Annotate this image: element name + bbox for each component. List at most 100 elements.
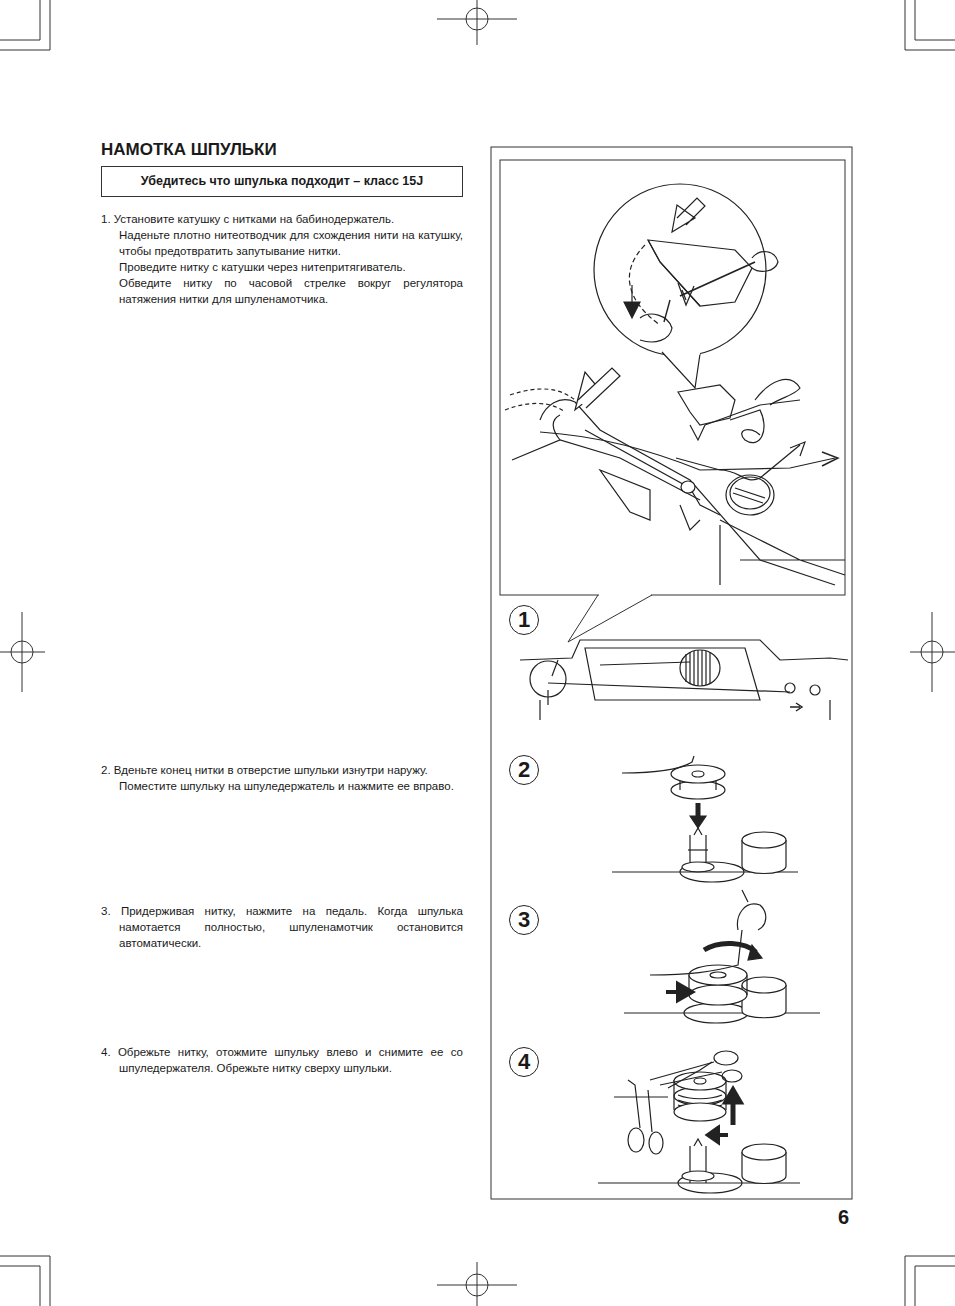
line-art-stroke <box>689 965 747 985</box>
line-art-stroke <box>790 703 802 711</box>
line-art-stroke <box>678 385 735 425</box>
line-art-stroke <box>752 252 778 272</box>
instruction-text: Наденьте плотно нитеотводчик для схожден… <box>101 227 463 259</box>
machine-top-view <box>520 640 848 720</box>
line-art-stroke <box>622 756 694 773</box>
callout-number: 4 <box>518 1051 530 1073</box>
line-art-stroke <box>672 198 705 232</box>
line-art-stroke <box>905 0 955 50</box>
instruction-text: 3. Придерживая нитку, нажмите на педаль.… <box>101 903 463 951</box>
line-art-stroke <box>910 612 955 692</box>
instruction-text: Проведите нитку с катушки через нитеприт… <box>101 259 463 275</box>
page-number: 6 <box>838 1206 849 1229</box>
line-art-stroke <box>578 368 620 408</box>
bobbin-step-3 <box>624 890 820 1023</box>
instruction-text: Обведите нитку по часовой стрелке вокруг… <box>101 275 463 307</box>
line-art-stroke <box>640 314 672 342</box>
line-art-stroke <box>649 1132 663 1154</box>
line-art-stroke <box>437 0 517 45</box>
line-art-stroke <box>714 1051 738 1065</box>
line-art-stroke <box>737 890 765 930</box>
line-art-stroke <box>681 481 695 493</box>
line-art-stroke <box>785 683 795 693</box>
line-art-stroke <box>688 849 708 850</box>
line-art-stroke <box>600 662 690 665</box>
line-art-stroke <box>0 1256 50 1306</box>
line-art-stroke <box>905 1256 955 1306</box>
line-art-stroke <box>726 475 774 515</box>
line-art-stroke <box>742 1144 786 1160</box>
callout-number: 2 <box>518 759 530 781</box>
thread-guide-detail <box>505 368 845 585</box>
line-art-stroke <box>682 862 714 872</box>
instruction-text: 4. Обрежьте нитку, отожмите шпульку влев… <box>101 1044 463 1076</box>
callout-circle: 4 <box>509 1047 539 1077</box>
line-art-stroke <box>692 771 704 777</box>
detail-frame <box>500 160 845 595</box>
bobbin-step-4 <box>598 1051 800 1193</box>
line-art-stroke <box>690 816 706 828</box>
line-art-stroke <box>810 685 820 695</box>
magnifier-bubble <box>594 184 778 388</box>
figure-frame <box>491 147 852 1199</box>
line-art-stroke <box>671 781 725 799</box>
line-art-stroke <box>694 1078 706 1084</box>
line-art-stroke <box>599 594 651 597</box>
line-art-stroke <box>662 352 700 388</box>
line-art-stroke <box>548 660 790 705</box>
callout-number: 1 <box>518 609 530 631</box>
instruction-text: Поместите шпульку на шпуледержатель и на… <box>101 778 463 794</box>
line-art-stroke <box>568 595 652 642</box>
section-title: НАМОТКА ШПУЛЬКИ <box>101 140 277 160</box>
bobbin-step-2 <box>612 756 798 882</box>
line-art-stroke <box>553 415 720 515</box>
callout-circle: 1 <box>509 605 539 635</box>
line-art-stroke <box>614 1080 668 1132</box>
line-art-stroke <box>742 832 786 848</box>
line-art-stroke <box>682 1171 714 1181</box>
line-art-stroke <box>650 1062 722 1085</box>
line-art-stroke <box>748 945 762 960</box>
line-art-stroke <box>648 240 700 306</box>
line-art-stroke <box>722 1070 742 1082</box>
line-art-stroke <box>585 648 760 700</box>
callout-number: 3 <box>518 909 530 931</box>
line-art-stroke <box>730 410 764 443</box>
line-art-stroke <box>540 432 835 470</box>
line-art-stroke <box>0 0 50 50</box>
line-art-stroke <box>708 1128 728 1142</box>
line-art-stroke <box>540 700 830 720</box>
callout-circle: 2 <box>509 755 539 785</box>
line-art-stroke <box>648 240 752 306</box>
line-art-stroke <box>505 389 575 412</box>
line-art-stroke <box>437 1262 517 1306</box>
line-art-stroke <box>594 184 766 356</box>
line-art-stroke <box>704 943 756 952</box>
line-art-stroke <box>689 985 747 1005</box>
line-art-stroke <box>664 349 700 353</box>
line-art-stroke <box>674 1103 726 1121</box>
instruction-step: 1. Установите катушку с нитками на бабин… <box>101 211 463 307</box>
line-art-stroke <box>676 442 805 480</box>
callout-circle: 3 <box>509 905 539 935</box>
line-art-stroke <box>512 400 835 585</box>
line-art-stroke <box>822 452 838 466</box>
instruction-text: 2. Вденьте конец нитки в отверстие шпуль… <box>101 762 463 778</box>
line-art-stroke <box>680 650 720 686</box>
line-art-stroke <box>690 425 705 440</box>
instruction-step: 2. Вденьте конец нитки в отверстие шпуль… <box>101 762 463 794</box>
line-art-stroke <box>628 1128 644 1152</box>
line-art-stroke <box>705 400 800 425</box>
instruction-step: 3. Придерживая нитку, нажмите на педаль.… <box>101 903 463 951</box>
line-art-stroke <box>600 470 700 530</box>
line-art-stroke <box>650 930 742 975</box>
line-art-stroke <box>755 379 800 405</box>
line-art-stroke <box>624 1012 820 1013</box>
line-art-stroke <box>726 1090 740 1125</box>
note-box: Убедитесь что шпулька подходит – класс 1… <box>101 166 463 197</box>
line-art-stroke <box>730 477 770 509</box>
instruction-text: 1. Установите катушку с нитками на бабин… <box>101 211 463 227</box>
line-art-stroke <box>0 612 45 692</box>
